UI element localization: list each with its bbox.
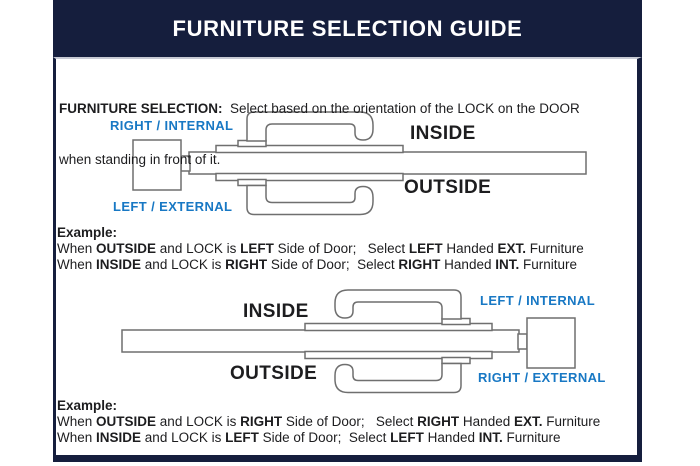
guide-header-bar: FURNITURE SELECTION GUIDE	[53, 0, 642, 57]
label-outside-bottom-diagram: OUTSIDE	[230, 363, 318, 384]
example-line: When OUTSIDE and LOCK is LEFT Side of Do…	[57, 241, 584, 256]
intro-text: FURNITURE SELECTION: Select based on the…	[59, 66, 637, 202]
label-inside-top-diagram: INSIDE	[410, 123, 476, 144]
intro-line: FURNITURE SELECTION: Select based on the…	[59, 101, 580, 116]
label-inside-bottom-diagram: INSIDE	[243, 301, 309, 322]
guide-content-box	[53, 57, 642, 462]
label-outside-top-diagram: OUTSIDE	[404, 177, 492, 198]
example-line: When INSIDE and LOCK is RIGHT Side of Do…	[57, 257, 578, 272]
example-block-bottom: Example: When OUTSIDE and LOCK is RIGHT …	[57, 398, 639, 446]
example-line: When OUTSIDE and LOCK is RIGHT Side of D…	[57, 414, 601, 429]
label-left-internal: LEFT / INTERNAL	[480, 293, 596, 308]
example-block-top: Example: When OUTSIDE and LOCK is LEFT S…	[57, 225, 639, 273]
intro-line: when standing in front of it.	[59, 152, 221, 167]
page-title: FURNITURE SELECTION GUIDE	[172, 15, 523, 41]
label-left-external: LEFT / EXTERNAL	[113, 199, 233, 214]
label-right-external: RIGHT / EXTERNAL	[478, 370, 606, 385]
label-right-internal: RIGHT / INTERNAL	[110, 118, 234, 133]
example-heading: Example:	[57, 398, 118, 413]
example-heading: Example:	[57, 225, 118, 240]
example-line: When INSIDE and LOCK is LEFT Side of Doo…	[57, 430, 561, 445]
